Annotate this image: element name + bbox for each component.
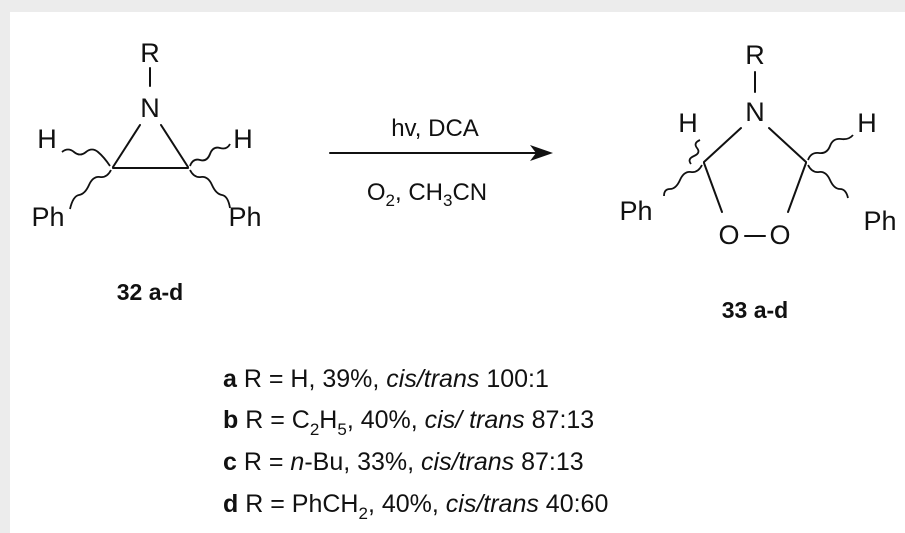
- row-c-r-prefix: R =: [237, 448, 291, 476]
- row-b-r-prefix: R = C: [238, 406, 310, 434]
- product-ph-right-wavy-bond: [807, 164, 849, 199]
- reaction-arrow-head: [530, 145, 553, 161]
- row-b-sub-2: 5: [337, 420, 346, 439]
- aziridine-h-left-wavy-bond: [61, 148, 111, 167]
- product-r-label: R: [745, 40, 765, 70]
- row-c-r-suffix: -Bu,: [304, 448, 357, 476]
- aziridine-ph-left-label: Ph: [31, 202, 64, 232]
- condition-below-arrow: O2, CH3CN: [367, 179, 487, 210]
- o2-subscript: 2: [386, 191, 395, 210]
- reactant-compound-label: 32 a-d: [117, 279, 183, 305]
- legend-row-c: c R = n-Bu, 33%, cis/trans 87:13: [223, 448, 584, 476]
- aziridine-h-right-wavy-bond: [189, 143, 231, 167]
- product-o-right-label: O: [769, 220, 790, 250]
- row-d-ratio-term: cis/trans: [446, 490, 539, 518]
- row-c-key: c: [223, 448, 237, 476]
- row-d-ratio: 40:60: [539, 490, 609, 518]
- aziridine-ph-right-label: Ph: [228, 202, 261, 232]
- aziridine-ph-right-wavy-bond: [189, 169, 231, 209]
- substituent-legend: a R = H, 39%, cis/trans 100:1 b R = C2H5…: [223, 365, 608, 523]
- row-d-key: d: [223, 490, 238, 518]
- product-ph-left-label: Ph: [619, 196, 652, 226]
- product-ph-left-wavy-bond: [663, 164, 703, 197]
- aziridine-n-label: N: [140, 93, 160, 123]
- white-panel: [10, 12, 905, 533]
- solvent-prefix: , CH: [395, 179, 443, 206]
- row-a-key: a: [223, 365, 238, 393]
- product-ph-right-label: Ph: [863, 206, 896, 236]
- product-n-label: N: [745, 97, 765, 127]
- aziridine-n-c2-bond: [160, 124, 189, 168]
- row-d-r-prefix: R = PhCH: [238, 490, 358, 518]
- legend-row-d: d R = PhCH2, 40%, cis/trans 40:60: [223, 490, 608, 523]
- product-compound-label: 33 a-d: [722, 297, 788, 323]
- aziridine-ph-left-wavy-bond: [69, 169, 112, 210]
- row-a-ratio-term: cis/trans: [386, 365, 479, 393]
- solvent-suffix: CN: [452, 179, 487, 206]
- row-d-sub: 2: [358, 504, 367, 523]
- product-h-right-label: H: [857, 108, 877, 138]
- dioxazolidine-structure: R N O O H H Ph Ph: [619, 40, 896, 250]
- aziridine-r-label: R: [140, 38, 160, 68]
- condition-above-arrow: hv, DCA: [391, 115, 479, 142]
- row-b-yield: , 40%,: [347, 406, 425, 434]
- aziridine-n-c1-bond: [112, 124, 141, 168]
- row-b-r-mid: H: [319, 406, 337, 434]
- legend-row-a: a R = H, 39%, cis/trans 100:1: [223, 365, 549, 393]
- row-b-sub-1: 2: [310, 420, 319, 439]
- legend-row-b: b R = C2H5, 40%, cis/ trans 87:13: [223, 406, 594, 439]
- product-c-o-right-bond: [787, 162, 807, 213]
- row-b-key: b: [223, 406, 238, 434]
- product-n-c-left-bond: [703, 127, 742, 163]
- product-h-left-wavy-bond: [688, 139, 701, 165]
- row-c-yield: 33%,: [357, 448, 421, 476]
- row-b-ratio: 87:13: [525, 406, 595, 434]
- row-c-ratio-term: cis/trans: [421, 448, 514, 476]
- row-a-yield: 39%,: [322, 365, 386, 393]
- row-d-yield: , 40%,: [368, 490, 446, 518]
- row-b-ratio-term: cis/ trans: [425, 406, 525, 434]
- product-n-c-right-bond: [768, 127, 807, 163]
- row-c-ratio: 87:13: [514, 448, 584, 476]
- aziridine-h-left-label: H: [37, 124, 57, 154]
- product-h-left-label: H: [678, 108, 698, 138]
- o2-o: O: [367, 179, 386, 206]
- product-h-right-wavy-bond: [807, 134, 854, 161]
- reaction-arrow: [329, 145, 553, 161]
- aziridine-structure: R N H H Ph Ph: [31, 38, 261, 232]
- row-c-n: n: [290, 448, 304, 476]
- aziridine-h-right-label: H: [233, 124, 253, 154]
- row-a-r: R = H,: [237, 365, 322, 393]
- product-c-o-left-bond: [703, 162, 723, 213]
- row-a-ratio: 100:1: [479, 365, 549, 393]
- ch3-subscript: 3: [443, 191, 452, 210]
- product-o-left-label: O: [718, 220, 739, 250]
